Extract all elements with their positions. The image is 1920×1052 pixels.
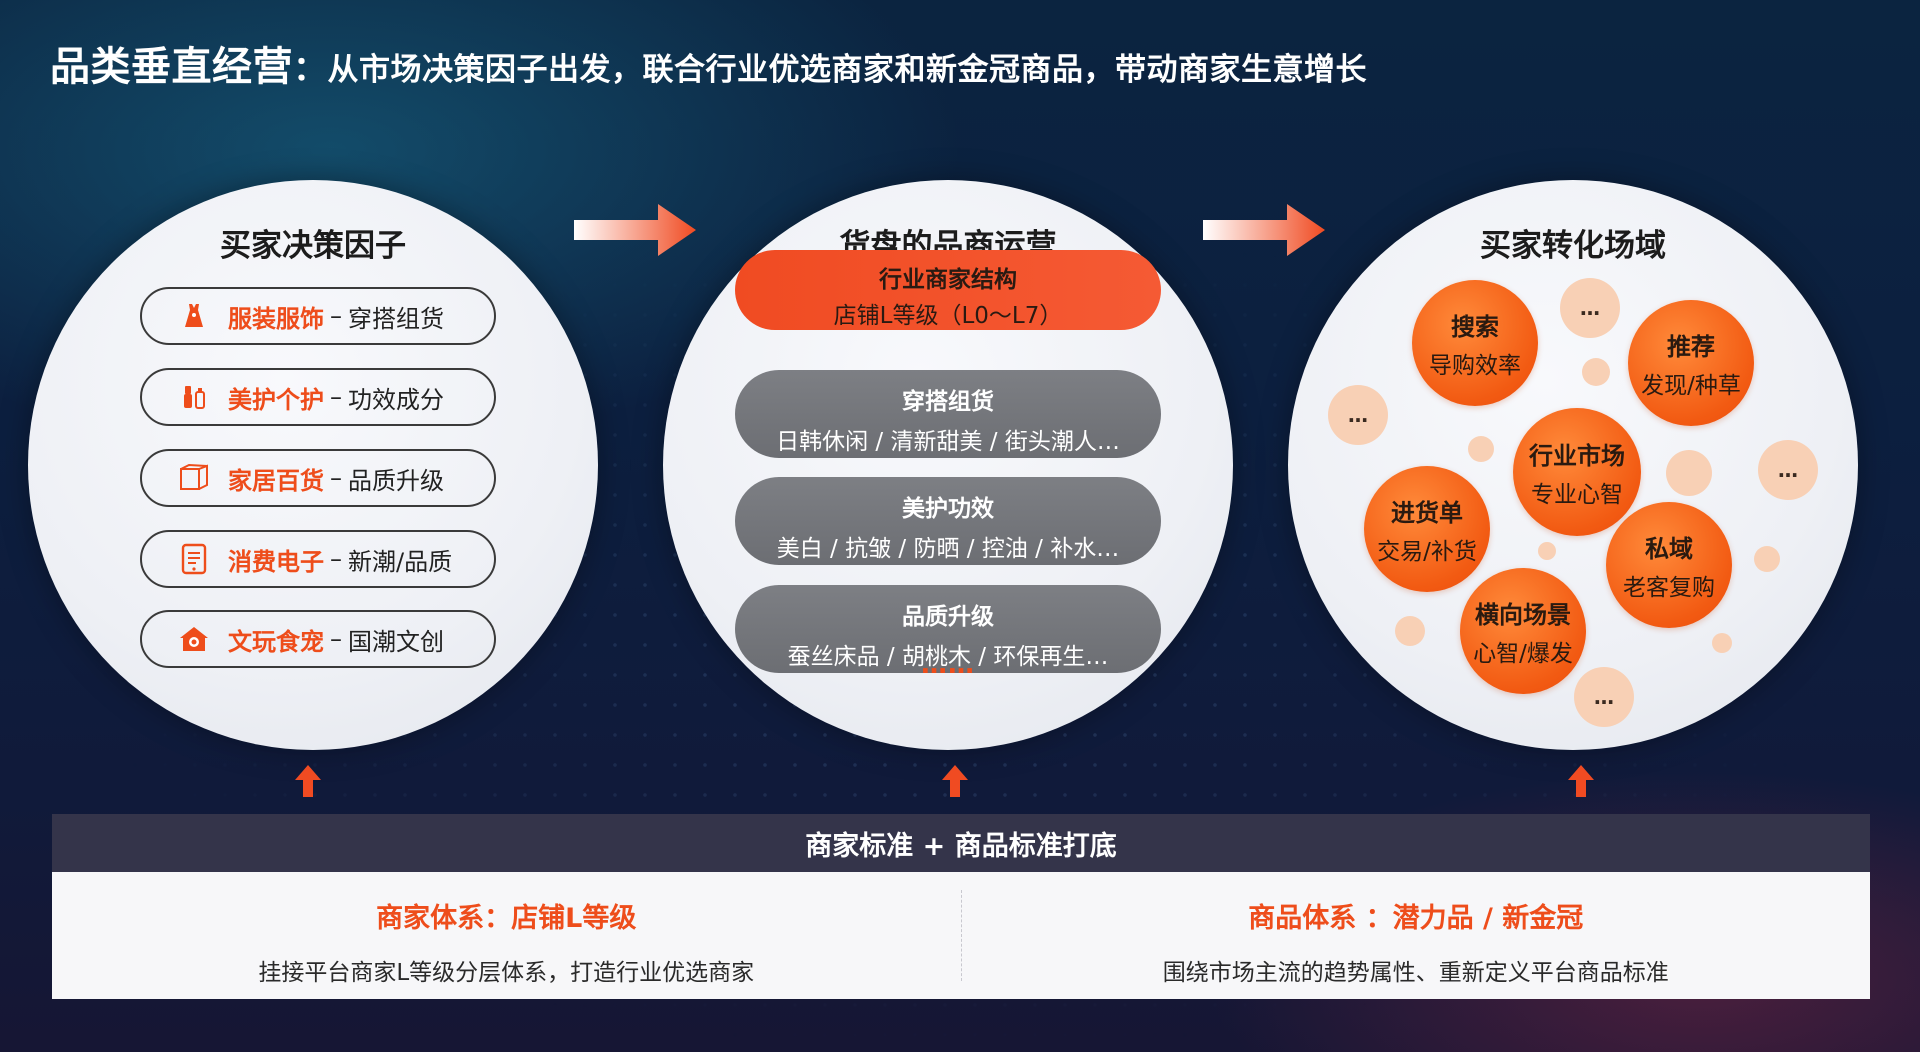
purchase-order-bubble: 进货单 交易/补货 — [1364, 466, 1490, 592]
right-arrow-icon — [1203, 204, 1325, 256]
block-heading: 美护功效 — [902, 496, 994, 522]
more-ellipsis: …… — [921, 650, 975, 680]
placeholder-bubble: … — [1574, 667, 1634, 727]
cosmetics-icon — [172, 382, 216, 412]
placeholder-text: … — [1594, 685, 1614, 709]
factor-item: 美护个护 – 功效成分 — [140, 368, 496, 426]
factor-dash: – — [330, 383, 342, 411]
standards-header-bar: 商家标准 + 商品标准打底 — [52, 814, 1870, 872]
section-heading: 商品体系 ：潜力品 / 新金冠 — [1248, 903, 1584, 934]
placeholder-bubble: … — [1758, 440, 1818, 500]
bubble-heading: 进货单 — [1391, 498, 1463, 527]
section-divider — [960, 890, 962, 981]
factor-category: 消费电子 — [228, 547, 324, 576]
factor-category: 美护个护 — [228, 385, 324, 414]
bubble-subtext: 导购效率 — [1429, 352, 1521, 379]
search-bubble: 搜索 导购效率 — [1412, 280, 1538, 406]
block-heading: 穿搭组货 — [902, 389, 994, 415]
block-heading: 行业商家结构 — [879, 267, 1017, 293]
factor-item: 文玩食宠 – 国潮文创 — [140, 610, 496, 668]
circle-title: 买家转化场域 — [1480, 228, 1666, 264]
block-subtext: 日韩休闲 / 清新甜美 / 街头潮人… — [776, 429, 1120, 455]
beauty-efficacy-block: 美护功效 美白 / 抗皱 / 防晒 / 控油 / 补水… — [735, 477, 1161, 565]
block-heading: 品质升级 — [902, 604, 994, 630]
product-system-section: 商品体系 ：潜力品 / 新金冠 围绕市场主流的趋势属性、重新定义平台商品标准 — [962, 872, 1871, 999]
placeholder-text: … — [1348, 403, 1368, 427]
factor-category: 服装服饰 — [228, 304, 324, 333]
bubble-subtext: 专业心智 — [1531, 481, 1623, 508]
factor-item: 消费电子 – 新潮/品质 — [140, 530, 496, 588]
factor-dash: – — [330, 302, 342, 330]
decorative-dot — [1468, 436, 1494, 462]
dress-icon — [172, 301, 216, 331]
outfit-assortment-block: 穿搭组货 日韩休闲 / 清新甜美 / 街头潮人… — [735, 370, 1161, 458]
block-subtext: 美白 / 抗皱 / 防晒 / 控油 / 补水… — [776, 536, 1120, 562]
up-arrow-icon — [942, 765, 968, 797]
decorative-dot — [1754, 546, 1780, 572]
pet-house-icon — [172, 624, 216, 654]
factor-value: 功效成分 — [348, 385, 444, 414]
title-subtitle: 从市场决策因子出发，联合行业优选商家和新金冠商品，带动商家生意增长 — [327, 52, 1367, 88]
recommend-bubble: 推荐 发现/种草 — [1628, 300, 1754, 426]
decorative-dot — [1538, 542, 1556, 560]
factor-item: 家居百货 – 品质升级 — [140, 449, 496, 507]
factor-item: 服装服饰 – 穿搭组货 — [140, 287, 496, 345]
merchant-structure-block: 行业商家结构 店铺L等级（L0～L7） — [735, 250, 1161, 330]
merchant-system-section: 商家体系：店铺L等级 挂接平台商家L等级分层体系，打造行业优选商家 — [52, 872, 961, 999]
block-subtext: 蚕丝床品 / 胡桃木 / 环保再生… — [787, 644, 1109, 670]
bubble-subtext: 心智/爆发 — [1473, 640, 1573, 667]
bubble-subtext: 老客复购 — [1623, 574, 1715, 601]
title-separator: ： — [293, 49, 328, 89]
decorative-dot — [1712, 633, 1732, 653]
placeholder-bubble: … — [1560, 278, 1620, 338]
quality-upgrade-block: 品质升级 蚕丝床品 / 胡桃木 / 环保再生… — [735, 585, 1161, 673]
buyer-decision-factors-circle: 买家决策因子 服装服饰 – 穿搭组货 美护个护 – 功效成分 家居百货 – 品质… — [28, 180, 598, 750]
section-heading: 商家体系：店铺L等级 — [376, 903, 637, 934]
bubble-subtext: 交易/补货 — [1377, 538, 1477, 565]
bubble-subtext: 发现/种草 — [1641, 372, 1741, 399]
factor-dash: – — [330, 545, 342, 573]
product-merchant-operation-circle: 货盘的品商运营 行业商家结构 店铺L等级（L0～L7） 穿搭组货 日韩休闲 / … — [663, 180, 1233, 750]
factor-value: 新潮/品质 — [348, 547, 453, 576]
right-arrow-icon — [574, 204, 696, 256]
tablet-icon — [172, 543, 216, 575]
factor-dash: – — [330, 625, 342, 653]
placeholder-text: … — [1580, 296, 1600, 320]
private-domain-bubble: 私域 老客复购 — [1606, 502, 1732, 628]
factor-value: 品质升级 — [348, 466, 444, 495]
box-icon — [172, 463, 216, 493]
cross-scene-bubble: 横向场景 心智/爆发 — [1460, 568, 1586, 694]
block-subtext: 店铺L等级（L0～L7） — [833, 303, 1063, 329]
up-arrow-icon — [1568, 765, 1594, 797]
factor-dash: – — [330, 464, 342, 492]
factor-value: 国潮文创 — [348, 627, 444, 656]
section-description: 围绕市场主流的趋势属性、重新定义平台商品标准 — [1162, 960, 1669, 986]
standards-panel: 商家体系：店铺L等级 挂接平台商家L等级分层体系，打造行业优选商家 商品体系 ：… — [52, 872, 1870, 999]
bubble-heading: 行业市场 — [1529, 441, 1625, 470]
circle-title: 买家决策因子 — [220, 228, 406, 264]
bubble-heading: 私域 — [1645, 534, 1693, 563]
factor-category: 文玩食宠 — [228, 627, 324, 656]
section-description: 挂接平台商家L等级分层体系，打造行业优选商家 — [258, 960, 755, 986]
bubble-heading: 横向场景 — [1475, 600, 1571, 629]
placeholder-text: … — [1778, 458, 1798, 482]
buyer-conversion-scene-circle: 买家转化场域 … … … … 搜索 导购效率 推荐 发现/种草 行业市场 专业心… — [1288, 180, 1858, 750]
bubble-heading: 推荐 — [1667, 332, 1715, 361]
decorative-dot — [1582, 358, 1610, 386]
factor-category: 家居百货 — [228, 466, 324, 495]
decorative-dot — [1395, 616, 1425, 646]
up-arrow-icon — [295, 765, 321, 797]
decorative-dot — [1666, 450, 1712, 496]
factor-value: 穿搭组货 — [348, 304, 444, 333]
industry-market-bubble: 行业市场 专业心智 — [1513, 408, 1641, 536]
bubble-heading: 搜索 — [1451, 312, 1499, 341]
placeholder-bubble: … — [1328, 385, 1388, 445]
page-title: 品类垂直经营：从市场决策因子出发，联合行业优选商家和新金冠商品，带动商家生意增长 — [50, 34, 1367, 92]
title-main: 品类垂直经营 — [50, 44, 293, 90]
